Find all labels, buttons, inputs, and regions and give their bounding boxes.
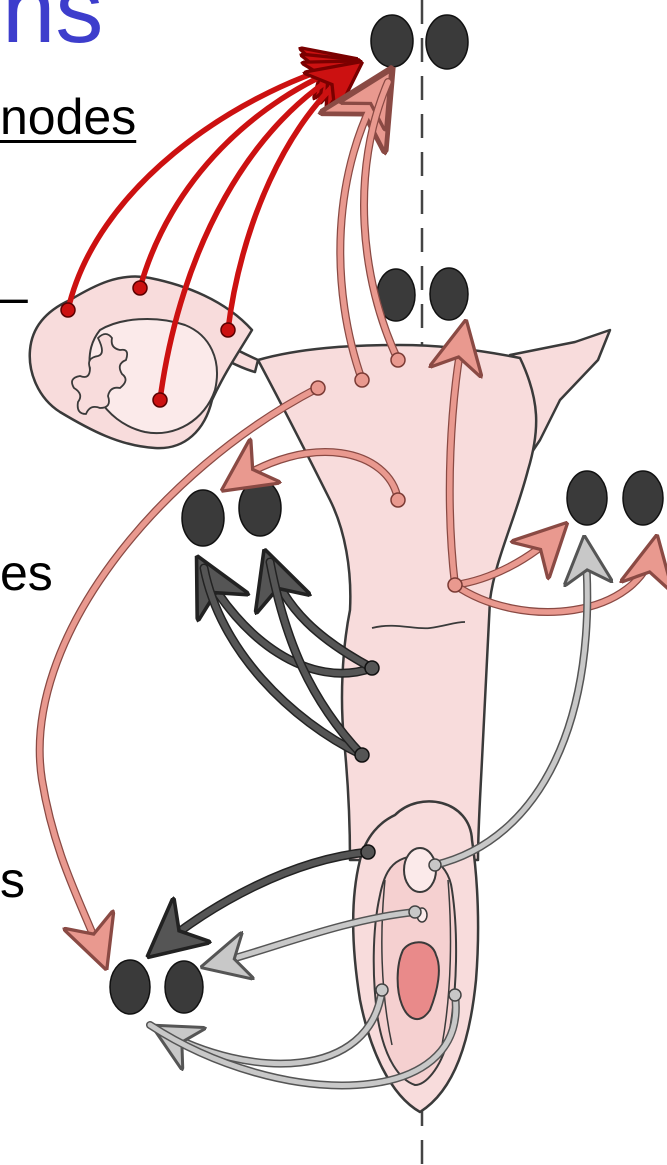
lymph-node-pair-inguinal [110,960,203,1014]
lymph-node-pair-para-aortic [371,15,468,69]
dark-gray-arrows [156,560,372,950]
lymph-node-pair-left-iliac [182,480,281,546]
lymph-node-pair-right-iliac [567,471,663,525]
